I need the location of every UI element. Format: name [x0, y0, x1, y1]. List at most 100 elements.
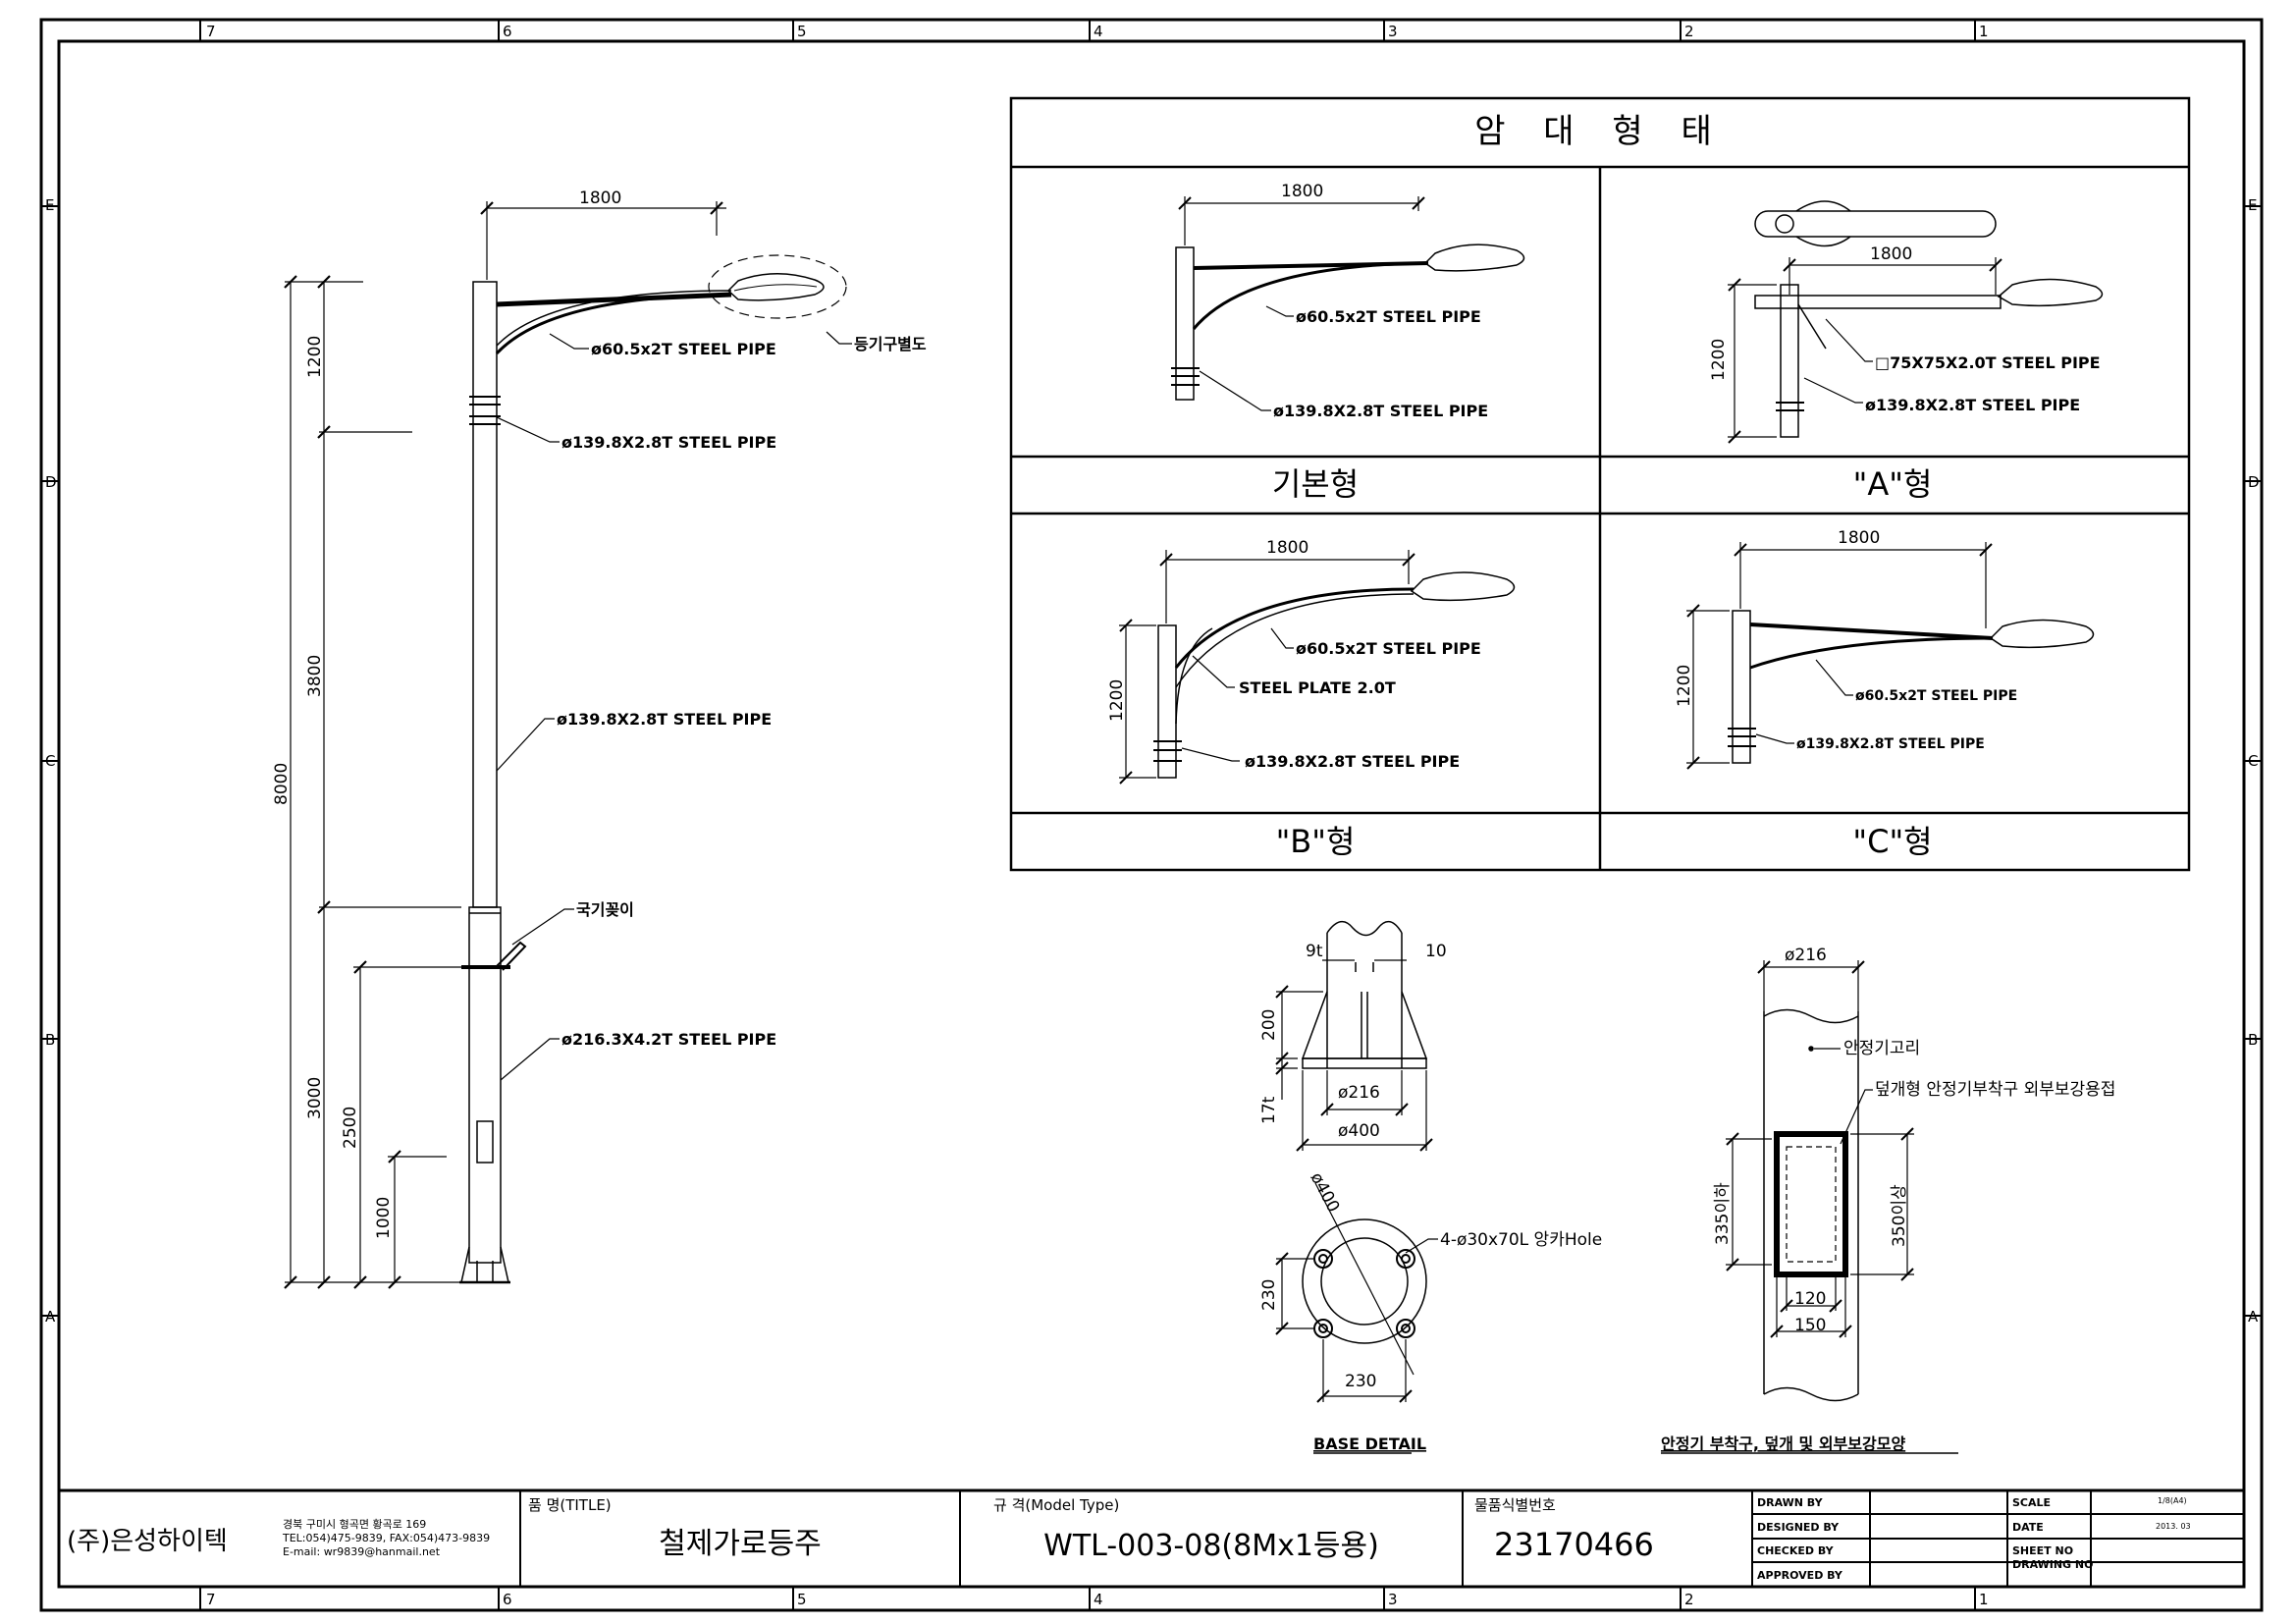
zone-col-top-3: 3 — [1388, 23, 1398, 40]
arm-type-a-pole-pipe: ø139.8X2.8T STEEL PIPE — [1865, 396, 2080, 414]
stabilizer-inner-h: 335이하 — [1713, 1182, 1733, 1245]
arm-type-basic-name: 기본형 — [1272, 465, 1359, 503]
zone-col-top-6: 6 — [503, 23, 512, 40]
company-email: E-mail: wr9839@hanmail.net — [283, 1545, 441, 1558]
arm-type-a-drawing — [1728, 200, 2104, 444]
base-detail-side — [1275, 920, 1433, 1152]
zone-row-right-d: D — [2248, 473, 2260, 491]
pole-dim-top: 1200 — [305, 336, 325, 378]
designed-by-label: DESIGNED BY — [1757, 1521, 1840, 1534]
pole-label-flag-holder: 국기꽂이 — [576, 900, 634, 919]
arm-type-b-name: "B"형 — [1276, 823, 1356, 860]
arm-type-table — [1009, 96, 2191, 872]
base-plate-label: 17t — [1259, 1096, 1279, 1124]
arm-type-basic-drawing — [1171, 196, 1525, 411]
zone-row-right-e: E — [2248, 196, 2257, 214]
arm-type-b-dim: 1800 — [1266, 538, 1308, 558]
pole-texts: 1800 8000 1200 3800 3000 2500 1000 ø60.5… — [272, 189, 927, 1239]
pole-label-arm-pipe: ø60.5x2T STEEL PIPE — [591, 340, 776, 358]
zone-col-top-4: 4 — [1094, 23, 1103, 40]
arm-type-basic-texts: 1800 ø60.5x2T STEEL PIPE ø139.8X2.8T STE… — [1273, 182, 1488, 420]
pole-dimensions — [284, 201, 726, 1289]
company-address: 경북 구미시 형곡면 황곡로 169 — [283, 1518, 426, 1531]
title-label: 품 명(TITLE) — [528, 1496, 612, 1514]
stabilizer-hook: 안정기고리 — [1843, 1039, 1920, 1058]
stabilizer-outer-w: 150 — [1794, 1316, 1826, 1335]
arm-type-c-dim-v: 1200 — [1675, 665, 1694, 707]
sheet-no-label: SHEET NO — [2012, 1544, 2073, 1557]
stabilizer-inner-w: 120 — [1794, 1289, 1826, 1309]
zone-col-top-1: 1 — [1979, 23, 1989, 40]
zone-col-bottom-6: 6 — [503, 1591, 512, 1608]
arm-type-c-texts: 1800 1200 ø60.5x2T STEEL PIPE ø139.8X2.8… — [1675, 528, 2017, 752]
arm-type-a-dim-v: 1200 — [1709, 339, 1729, 381]
zone-col-bottom-3: 3 — [1388, 1591, 1398, 1608]
zone-markers: 7 6 5 4 3 2 1 7 6 5 4 3 2 1 E D C B A E … — [45, 23, 2260, 1608]
base-detail-texts: 9t 10 200 17t ø216 ø400 ø400 4-ø30x70L 앙… — [1259, 942, 1602, 1453]
arm-type-basic-arm-pipe: ø60.5x2T STEEL PIPE — [1296, 307, 1481, 326]
pole-label-upper-pipe-1: ø139.8X2.8T STEEL PIPE — [561, 433, 776, 452]
pole-label-lower-pipe: ø216.3X4.2T STEEL PIPE — [561, 1030, 776, 1049]
zone-col-top-5: 5 — [797, 23, 807, 40]
base-plan-dim-v: 230 — [1259, 1279, 1279, 1311]
stabilizer-dia: ø216 — [1785, 946, 1827, 965]
stabilizer-texts: ø216 안정기고리 덮개형 안정기부착구 외부보강용접 335이하 350이상… — [1661, 946, 2115, 1453]
base-detail-plan — [1275, 1182, 1438, 1454]
zone-col-bottom-1: 1 — [1979, 1591, 1989, 1608]
scale-label: SCALE — [2012, 1496, 2051, 1509]
arm-type-a-texts: 1800 1200 □75X75X2.0T STEEL PIPE ø139.8X… — [1709, 244, 2101, 414]
arm-type-b-plate: STEEL PLATE 2.0T — [1239, 678, 1396, 697]
title-block — [57, 1489, 2246, 1589]
pole-arm-length: 1800 — [579, 189, 621, 208]
stabilizer-title: 안정기 부착구, 덮개 및 외부보강모양 — [1661, 1435, 1905, 1453]
pole-dim-flag: 2500 — [341, 1107, 360, 1149]
zone-col-bottom-7: 7 — [206, 1591, 216, 1608]
arm-type-a-dim: 1800 — [1870, 244, 1912, 264]
arm-type-b-pole-pipe: ø139.8X2.8T STEEL PIPE — [1245, 752, 1460, 771]
approved-by-label: APPROVED BY — [1757, 1569, 1843, 1582]
pole-elevation — [459, 254, 847, 1284]
zone-row-right-a: A — [2248, 1308, 2259, 1326]
arm-type-b-dim-v: 1200 — [1107, 679, 1127, 722]
base-pipe-dia-label: ø216 — [1338, 1083, 1380, 1103]
drawing-no-label: DRAWING NO — [2012, 1558, 2093, 1571]
stabilizer-outer-h: 350이상 — [1890, 1184, 1909, 1247]
base-height-label: 200 — [1259, 1009, 1279, 1041]
title-block-texts: (주)은성하이텍 경북 구미시 형곡면 황곡로 169 TEL:054)475-… — [67, 1496, 2191, 1582]
zone-row-left-b: B — [45, 1031, 55, 1049]
base-base-dia-label: ø400 — [1338, 1121, 1380, 1141]
arm-type-c-pole-pipe: ø139.8X2.8T STEEL PIPE — [1796, 736, 1985, 752]
arm-type-a-arm-pipe: □75X75X2.0T STEEL PIPE — [1875, 353, 2101, 372]
model-label: 규 격(Model Type) — [993, 1496, 1119, 1514]
company-tel: TEL:054)475-9839, FAX:054)473-9839 — [282, 1532, 490, 1544]
scale-value: 1/8(A4) — [2158, 1496, 2187, 1505]
zone-row-left-a: A — [45, 1308, 56, 1326]
pole-dim-bottom: 3000 — [305, 1077, 325, 1119]
zone-col-bottom-4: 4 — [1094, 1591, 1103, 1608]
zone-row-left-e: E — [45, 196, 54, 214]
stabilizer-drawing — [1661, 960, 1958, 1454]
zone-col-bottom-5: 5 — [797, 1591, 807, 1608]
arm-type-b-texts: 1800 1200 ø60.5x2T STEEL PIPE STEEL PLAT… — [1107, 538, 1481, 771]
pole-dim-mid: 3800 — [305, 655, 325, 697]
base-detail-title: BASE DETAIL — [1313, 1435, 1426, 1453]
zone-row-right-c: C — [2248, 752, 2258, 770]
base-gap-label: 10 — [1425, 942, 1447, 961]
arm-type-names: 기본형 "A"형 "B"형 "C"형 — [1272, 465, 1933, 860]
arm-type-c-dim: 1800 — [1838, 528, 1880, 548]
arm-type-basic-dim: 1800 — [1281, 182, 1323, 201]
company-name: (주)은성하이텍 — [67, 1527, 228, 1556]
arm-type-c-name: "C"형 — [1852, 823, 1932, 860]
arm-type-title: 암 대 형 태 — [1474, 112, 1726, 151]
base-rib-label: 9t — [1306, 942, 1323, 961]
title-value: 철제가로등주 — [659, 1527, 822, 1561]
pole-label-luminaire: 등기구별도 — [854, 335, 927, 353]
pole-dim-total: 8000 — [272, 763, 292, 805]
pole-label-upper-pipe-2: ø139.8X2.8T STEEL PIPE — [557, 710, 772, 729]
stabilizer-cover: 덮개형 안정기부착구 외부보강용접 — [1875, 1080, 2115, 1100]
arm-type-b-drawing — [1119, 550, 1516, 785]
model-value: WTL-003-08(8Mx1등용) — [1043, 1529, 1379, 1563]
base-plan-dim-h: 230 — [1345, 1372, 1376, 1391]
checked-by-label: CHECKED BY — [1757, 1544, 1835, 1557]
